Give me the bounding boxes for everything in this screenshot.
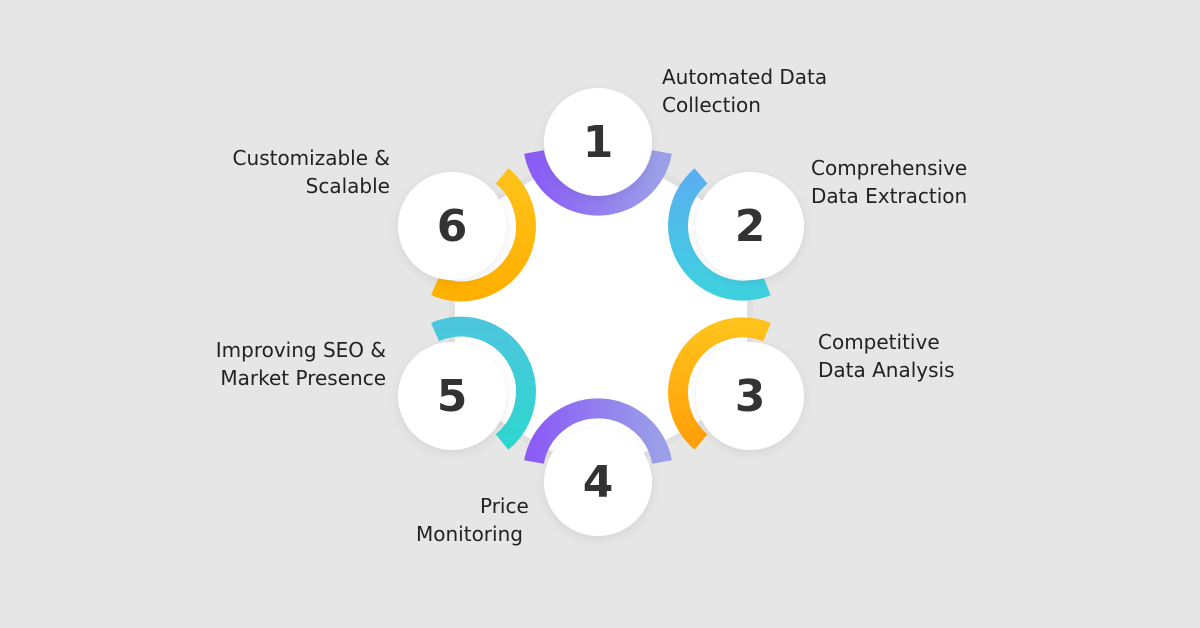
ring-arc-1	[524, 149, 672, 216]
step-circle-2	[696, 172, 804, 280]
step-label-1-line-2: Collection	[662, 93, 761, 117]
step-label-4-line-2: Monitoring	[416, 522, 523, 546]
step-number-3: 3	[734, 370, 766, 422]
ring-arc-5	[431, 316, 536, 450]
step-number-5: 5	[436, 370, 468, 422]
step-label-6-line-1: Customizable &	[232, 146, 390, 170]
step-label-4: Price Monitoring	[416, 492, 529, 548]
step-number-6: 6	[436, 200, 468, 252]
step-circle-4	[544, 428, 652, 536]
step-number-4: 4	[582, 456, 614, 508]
ring-arc-2	[668, 168, 771, 301]
step-label-5-line-2: Market Presence	[220, 366, 386, 390]
step-label-6-line-2: Scalable	[305, 174, 390, 198]
step-label-5-line-1: Improving SEO &	[215, 338, 386, 362]
step-label-2-line-1: Comprehensive	[811, 156, 968, 180]
ring-arc-6	[431, 168, 536, 302]
step-label-2: Comprehensive Data Extraction	[811, 154, 967, 210]
step-label-1: Automated Data Collection	[662, 63, 827, 119]
step-number-2: 2	[734, 200, 766, 252]
step-circle-3	[696, 342, 804, 450]
step-circle-1	[544, 88, 652, 196]
step-label-3: Competitive Data Analysis	[818, 328, 955, 384]
step-label-5: Improving SEO & Market Presence	[216, 336, 386, 392]
step-label-1-line-1: Automated Data	[662, 65, 828, 89]
step-circle-5	[398, 342, 506, 450]
ring-arc-4	[524, 398, 672, 465]
step-number-1: 1	[582, 116, 614, 168]
step-label-4-line-1: Price	[480, 494, 529, 518]
step-circle-6	[398, 172, 506, 280]
step-label-2-line-2: Data Extraction	[811, 184, 968, 208]
step-label-6: Customizable & Scalable	[233, 144, 390, 200]
step-label-3-line-1: Competitive	[818, 330, 940, 354]
step-label-3-line-2: Data Analysis	[818, 358, 955, 382]
ring-arc-3	[668, 317, 771, 450]
